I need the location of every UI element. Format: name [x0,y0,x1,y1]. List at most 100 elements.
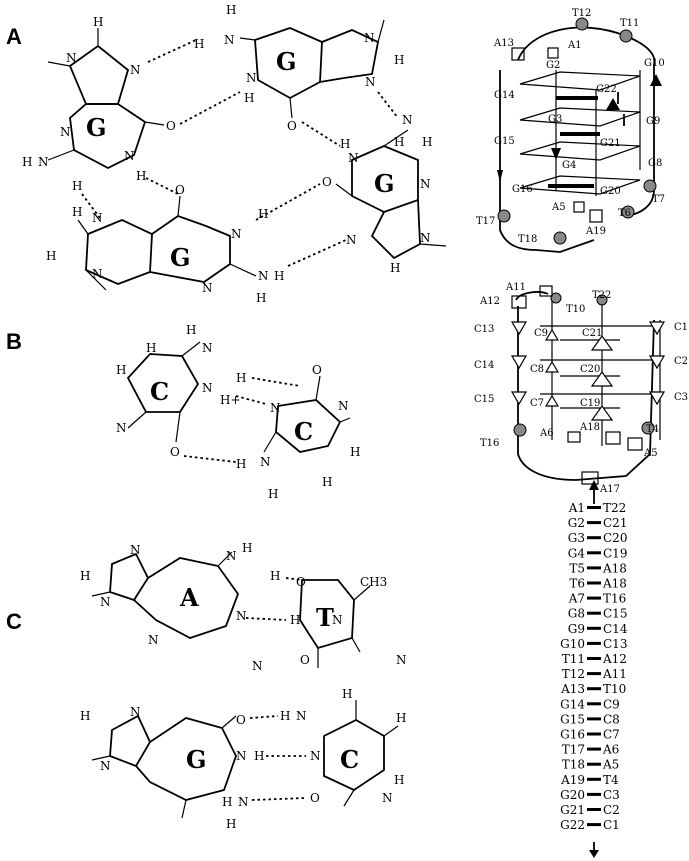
label-a18: A18 [579,422,600,433]
pair-left-base: T6 [569,577,585,591]
atom-n: N [100,759,111,773]
label-t18: T18 [518,234,537,245]
atom-n: N [130,63,141,77]
pair-right-base: T10 [603,682,626,696]
atom-h: H [268,487,278,501]
pair-right-base: C8 [603,712,620,726]
atom-n: N [130,543,141,557]
atom-h: H [236,371,246,385]
atom-h: H [22,155,32,169]
pair-bond [587,777,601,781]
atom-h: H [236,457,246,471]
pair-left-base: G4 [568,546,586,560]
atom-n: N [116,421,127,435]
pair-left-base: A13 [560,682,585,696]
pair-right-base: T22 [603,501,626,515]
pair-bond [587,596,601,600]
guanine-right: N H H H N O N N N H G [322,113,447,275]
atom-h: H [186,323,196,337]
atom-n: N [226,549,237,563]
atom-n: N [338,399,349,413]
label-g9: G9 [646,116,660,127]
pair-right-base: A11 [602,667,627,681]
label-c13: C13 [474,324,494,335]
atom-h: H [226,3,236,17]
atom-n: N [420,177,431,191]
atom-n: N [38,155,49,169]
atom-o: O [310,791,320,805]
pair-right-base: C15 [603,607,627,621]
atom-h: H [46,249,56,263]
pair-bond [587,551,601,555]
atom-o: O [166,119,176,133]
at-base-pair: H N N N H H N N N O H N CH3 O N A T [80,541,407,673]
label-t7: T7 [652,194,665,205]
atom-h: H [80,709,90,723]
gc-base-pair: H N N O N H H N H H N H H N O H N G C [80,687,406,831]
label-c2: C2 [674,356,688,367]
atom-h: H [226,817,236,831]
label-a5: A5 [643,448,658,459]
label-g20: G20 [600,186,621,197]
pair-row: A13 T10 [560,682,626,696]
label-a19: A19 [585,226,606,237]
atom-h: H [350,445,360,459]
atom-h: H [290,613,300,627]
pair-left-base: G8 [568,607,585,621]
base-letter-c: C [294,417,313,446]
atom-n: N [396,653,407,667]
atom-n: N [148,633,159,647]
atom-h: H [80,569,90,583]
label-c15: C15 [474,394,494,405]
pair-right-base: C21 [603,516,627,530]
label-g8: G8 [648,158,662,169]
pair-bond [587,611,601,615]
pair-left-base: G9 [568,622,585,636]
label-a13: A13 [493,38,514,49]
atom-h: H [422,135,432,149]
atom-n: N [252,659,263,673]
atom-h: H [342,687,352,701]
atom-n: N [92,211,103,225]
atom-n: N [346,233,357,247]
atom-n: N [100,595,111,609]
atom-o: O [296,575,306,589]
pair-left-base: T11 [562,652,585,666]
label-c14: C14 [474,360,494,371]
atom-h: H [340,137,350,151]
pair-bond [587,732,601,736]
atom-n: N [246,71,257,85]
atom-n: N [258,269,269,283]
label-c9: C9 [534,328,548,339]
label-a6: A6 [539,428,554,439]
label-t16: T16 [480,438,499,449]
pair-bond [587,566,601,570]
label-g10: G10 [644,58,665,69]
label-c7: C7 [530,398,544,409]
base-letter-g: G [86,113,107,142]
pair-bond [587,717,601,721]
base-letter-g: G [374,169,395,198]
atom-h: H [270,569,280,583]
label-g3: G3 [548,114,562,125]
atom-o: O [170,445,180,459]
atom-n: N [231,227,242,241]
atom-h: H [258,207,268,221]
label-g22: G22 [596,84,617,95]
atom-h: H [396,711,406,725]
atom-n: N [202,341,213,355]
atom-h: H [72,205,82,219]
atom-h: H [72,179,82,193]
pair-bond [587,702,601,706]
pair-bond [587,762,601,766]
